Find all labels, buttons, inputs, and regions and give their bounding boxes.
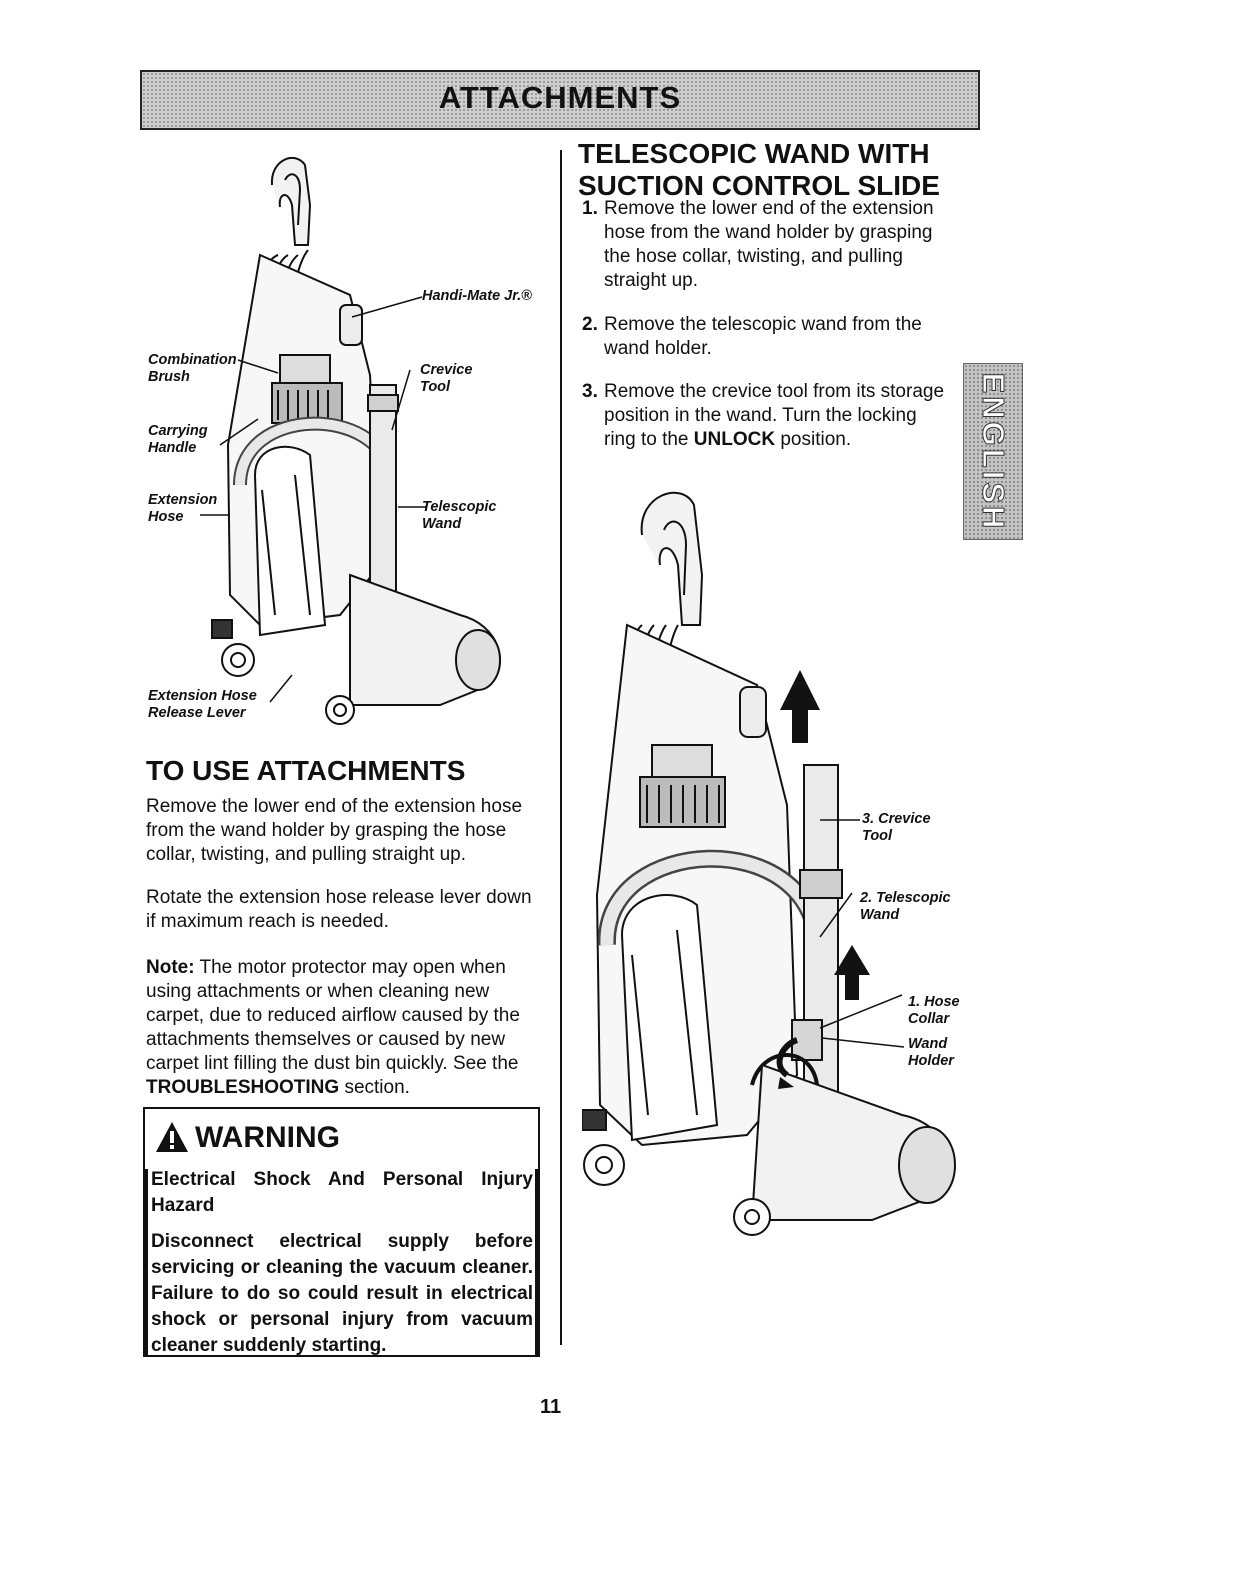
callout-release-lever-2: Release Lever [148, 705, 246, 721]
note-text: The motor protector may open when using … [146, 957, 520, 1074]
vacuum-illustration-right [582, 491, 956, 1236]
callout-handi-mate: Handi-Mate Jr.® [422, 288, 532, 304]
callout-carrying-handle-2: Handle [148, 440, 197, 456]
unlock-keyword: UNLOCK [693, 429, 776, 450]
step-3-number: 3. [582, 381, 598, 402]
warning-edge-left [143, 1169, 148, 1355]
section-title: ATTACHMENTS [438, 80, 682, 115]
step-3-text: Remove the crevice tool from its storage… [604, 381, 945, 450]
troubleshooting-ref: TROUBLESHOOTING [146, 1077, 340, 1098]
callout-telescopic-wand-right: 2. Telescopic [860, 890, 951, 906]
callout-hose-collar: 1. Hose [908, 994, 960, 1010]
callout-crevice-tool-right: 3. Crevice [862, 811, 931, 827]
to-use-heading: TO USE ATTACHMENTS [146, 755, 466, 786]
callout-combination-brush: Combination [148, 352, 237, 368]
warning-triangle-icon [156, 1122, 188, 1152]
language-tab: ENGLISH [963, 363, 1023, 540]
note-paragraph: Note: The motor protector may open when … [146, 956, 541, 1100]
callout-telescopic-wand: Telescopic [422, 499, 497, 515]
callout-wand-holder-2: Holder [908, 1053, 954, 1069]
warning-title: WARNING [195, 1121, 340, 1154]
vacuum-illustration-left [200, 156, 501, 725]
to-use-paragraph-2: Rotate the extension hose release lever … [146, 887, 532, 932]
callout-release-lever: Extension Hose [148, 688, 257, 704]
warning-body: Disconnect electrical supply before serv… [151, 1231, 533, 1356]
callout-extension-hose: Extension [148, 492, 218, 508]
step-3: 3. Remove the crevice tool from its stor… [582, 380, 952, 452]
step-1: 1. Remove the lower end of the extension… [582, 197, 952, 293]
section-banner: ATTACHMENTS [140, 70, 980, 130]
column-divider [560, 150, 562, 1345]
warning-hazard: Electrical Shock And Personal Injury Haz… [151, 1169, 533, 1216]
callout-telescopic-wand-2: Wand [422, 516, 462, 532]
to-use-paragraph-1: Remove the lower end of the extension ho… [146, 796, 523, 865]
page-number: 11 [540, 1396, 562, 1418]
note-label: Note: [146, 957, 195, 978]
callout-telescopic-wand-right-2: Wand [860, 907, 900, 923]
callout-wand-holder: Wand [908, 1036, 948, 1052]
language-tab-label: ENGLISH [976, 372, 1012, 532]
step-3-text-end: position. [775, 429, 852, 450]
warning-edge-right [535, 1169, 540, 1355]
step-1-number: 1. [582, 198, 598, 219]
callout-extension-hose-2: Hose [148, 509, 184, 525]
callout-hose-collar-2: Collar [908, 1011, 950, 1027]
step-1-text: Remove the lower end of the extension ho… [604, 198, 934, 291]
callout-crevice-tool: Crevice [420, 362, 473, 378]
step-3-text-wrap: Remove the crevice tool from its storage… [582, 380, 952, 452]
callout-crevice-tool-2: Tool [420, 379, 451, 395]
note-text-end: section. [339, 1077, 410, 1098]
callout-combination-brush-2: Brush [148, 369, 190, 385]
callout-carrying-handle: Carrying [148, 423, 208, 439]
telescopic-heading-line-1: TELESCOPIC WAND WITH [578, 138, 930, 169]
step-2: 2. Remove the telescopic wand from the w… [582, 313, 952, 361]
callout-crevice-tool-right-2: Tool [862, 828, 893, 844]
step-2-number: 2. [582, 314, 598, 335]
warning-box: WARNING Electrical Shock And Personal In… [143, 1107, 540, 1357]
step-2-text: Remove the telescopic wand from the wand… [604, 314, 922, 359]
telescopic-heading-line-2: SUCTION CONTROL SLIDE [578, 170, 940, 201]
